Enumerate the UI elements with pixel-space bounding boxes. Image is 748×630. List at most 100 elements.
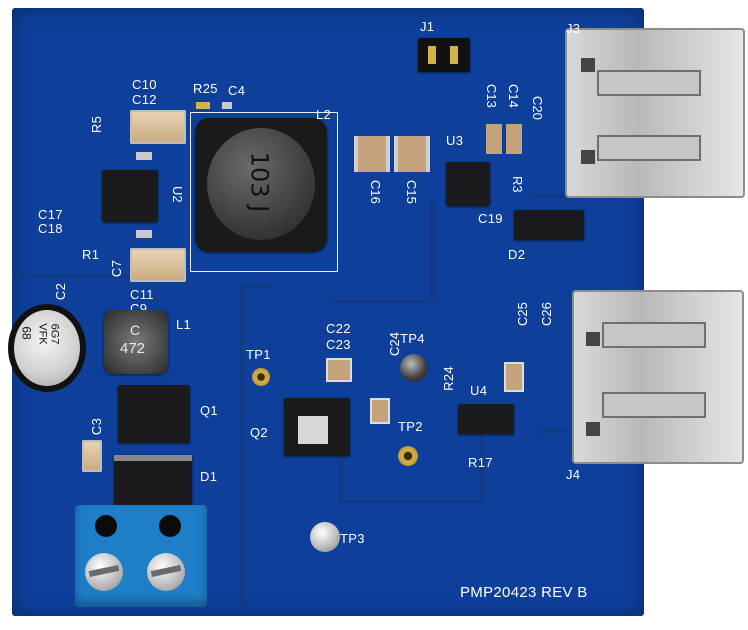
label-c3: C3 <box>89 417 105 436</box>
label-d2: D2 <box>508 247 526 262</box>
usb-tab <box>586 332 600 346</box>
trace <box>530 195 590 198</box>
label-c15: C15 <box>404 180 419 204</box>
label-c22: C22 <box>326 321 351 336</box>
screw-slot <box>88 564 120 578</box>
terminal-screw[interactable] <box>85 553 123 591</box>
label-c20: C20 <box>530 96 545 120</box>
label-r24: R24 <box>440 366 456 391</box>
trace <box>330 300 440 303</box>
label-c13: C13 <box>484 84 499 108</box>
capacitor-c10-c12 <box>130 110 186 144</box>
l1-marking-1: C <box>130 322 141 338</box>
inductor-l2: 103 J <box>195 118 327 252</box>
label-c10: C10 <box>132 77 157 92</box>
label-r17: R17 <box>468 455 493 470</box>
capacitor-c24 <box>370 398 390 424</box>
terminal-screw[interactable] <box>147 553 185 591</box>
usb-slot <box>597 135 701 161</box>
capacitor-c14 <box>506 124 522 154</box>
inductor-core: 103 J <box>207 128 315 240</box>
label-u2: U2 <box>170 186 185 203</box>
header-pin <box>428 46 436 64</box>
diode-d2 <box>514 210 584 240</box>
label-c12: C12 <box>132 92 157 107</box>
label-j1: J1 <box>420 19 435 34</box>
transistor-q2 <box>284 398 350 456</box>
ic-u3 <box>446 162 490 206</box>
label-r3: R3 <box>510 176 525 193</box>
capacitor-c16 <box>354 136 390 172</box>
diode-d1 <box>114 455 192 505</box>
usb-slot <box>597 70 701 96</box>
label-tp1: TP1 <box>246 347 271 362</box>
c2-marking-3: 6G7 <box>48 323 61 345</box>
board-name: PMP20423 REV B <box>460 584 588 601</box>
usb-port-j4[interactable] <box>572 290 744 464</box>
label-d1: D1 <box>200 469 218 484</box>
label-c16: C16 <box>368 180 383 204</box>
capacitor-c3 <box>82 440 102 472</box>
test-point-tp3[interactable] <box>310 522 340 552</box>
outline-l2 <box>190 112 338 272</box>
header-j1 <box>418 38 470 72</box>
test-point-tp4[interactable] <box>400 354 428 382</box>
label-l1: L1 <box>176 317 192 332</box>
label-u4: U4 <box>470 383 488 398</box>
label-l2: L2 <box>316 107 332 122</box>
capacitor-small <box>136 152 152 160</box>
test-point-tp1[interactable] <box>252 368 270 386</box>
label-c7: C7 <box>109 259 125 278</box>
label-tp3: TP3 <box>340 531 365 546</box>
label-tp2: TP2 <box>398 419 423 434</box>
c2-marking-1: 68 <box>19 326 34 340</box>
q2-thermal-pad <box>298 416 328 444</box>
test-point-tp2[interactable] <box>398 446 418 466</box>
capacitor-c25 <box>504 362 524 392</box>
trace <box>430 200 433 300</box>
trace <box>240 285 270 288</box>
terminal-block[interactable] <box>75 505 207 607</box>
capacitor-c11 <box>130 248 186 282</box>
usb-slot <box>602 322 706 348</box>
trace <box>480 430 483 502</box>
trace <box>240 288 243 608</box>
label-c26: C26 <box>539 302 554 326</box>
trace <box>12 275 62 278</box>
resistor-r25 <box>196 102 210 109</box>
label-c23: C23 <box>326 337 351 352</box>
electrolytic-capacitor-c2: 68 VFK 6G7 <box>8 304 86 392</box>
label-tp4: TP4 <box>400 331 425 346</box>
trace <box>340 430 343 502</box>
label-q2: Q2 <box>250 425 268 440</box>
terminal-hole <box>159 515 181 537</box>
usb-port-j3[interactable] <box>565 28 745 198</box>
label-c14: C14 <box>506 84 521 108</box>
label-c25: C25 <box>515 302 530 326</box>
capacitor-c4 <box>222 102 232 109</box>
capacitor-c13 <box>486 124 502 154</box>
label-u3: U3 <box>446 133 464 148</box>
label-q1: Q1 <box>200 403 218 418</box>
inductor-marking: 103 J <box>245 151 274 213</box>
capacitor-c22-c23 <box>326 358 352 382</box>
label-c2: C2 <box>53 282 69 301</box>
ic-u2 <box>102 170 158 222</box>
label-c11: C11 <box>130 287 154 302</box>
header-pin <box>450 46 458 64</box>
label-r5: R5 <box>89 115 105 134</box>
inductor-l1: C 472 <box>104 310 168 374</box>
terminal-hole <box>95 515 117 537</box>
label-c19: C19 <box>478 211 503 226</box>
trace <box>60 275 170 278</box>
usb-tab <box>581 58 595 72</box>
l1-marking-2: 472 <box>120 340 146 357</box>
label-c18: C18 <box>38 221 63 236</box>
label-j4: J4 <box>566 467 581 482</box>
label-r1: R1 <box>82 247 100 262</box>
usb-tab <box>581 150 595 164</box>
usb-tab <box>586 422 600 436</box>
capacitor-small <box>136 230 152 238</box>
c2-marking-2: VFK <box>36 323 49 345</box>
transistor-q1 <box>118 385 190 443</box>
